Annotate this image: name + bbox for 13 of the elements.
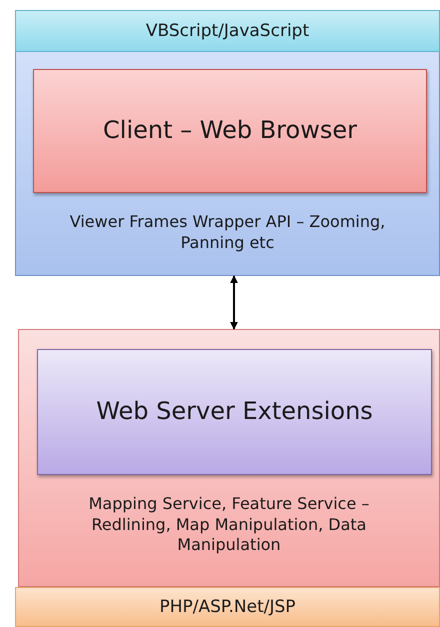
header-band <box>15 10 440 52</box>
box-title: Web Server Extensions <box>95 396 374 428</box>
double-arrow <box>230 275 238 330</box>
footer-band <box>15 587 440 627</box>
box-title: Client – Web Browser <box>102 115 358 146</box>
container-panel <box>15 10 440 276</box>
box-text: Mapping Service, Feature Service – Redlining, Map Manipulation, Data Manipulation <box>88 492 370 556</box>
box-text: VBScript/JavaScript <box>144 20 310 43</box>
box-text: PHP/ASP.Net/JSP <box>158 596 297 619</box>
box-text: Viewer Frames Wrapper API – Zooming, Panning etc <box>68 211 386 254</box>
process-box <box>33 69 427 193</box>
process-box <box>37 349 432 475</box>
container-panel <box>18 329 440 587</box>
